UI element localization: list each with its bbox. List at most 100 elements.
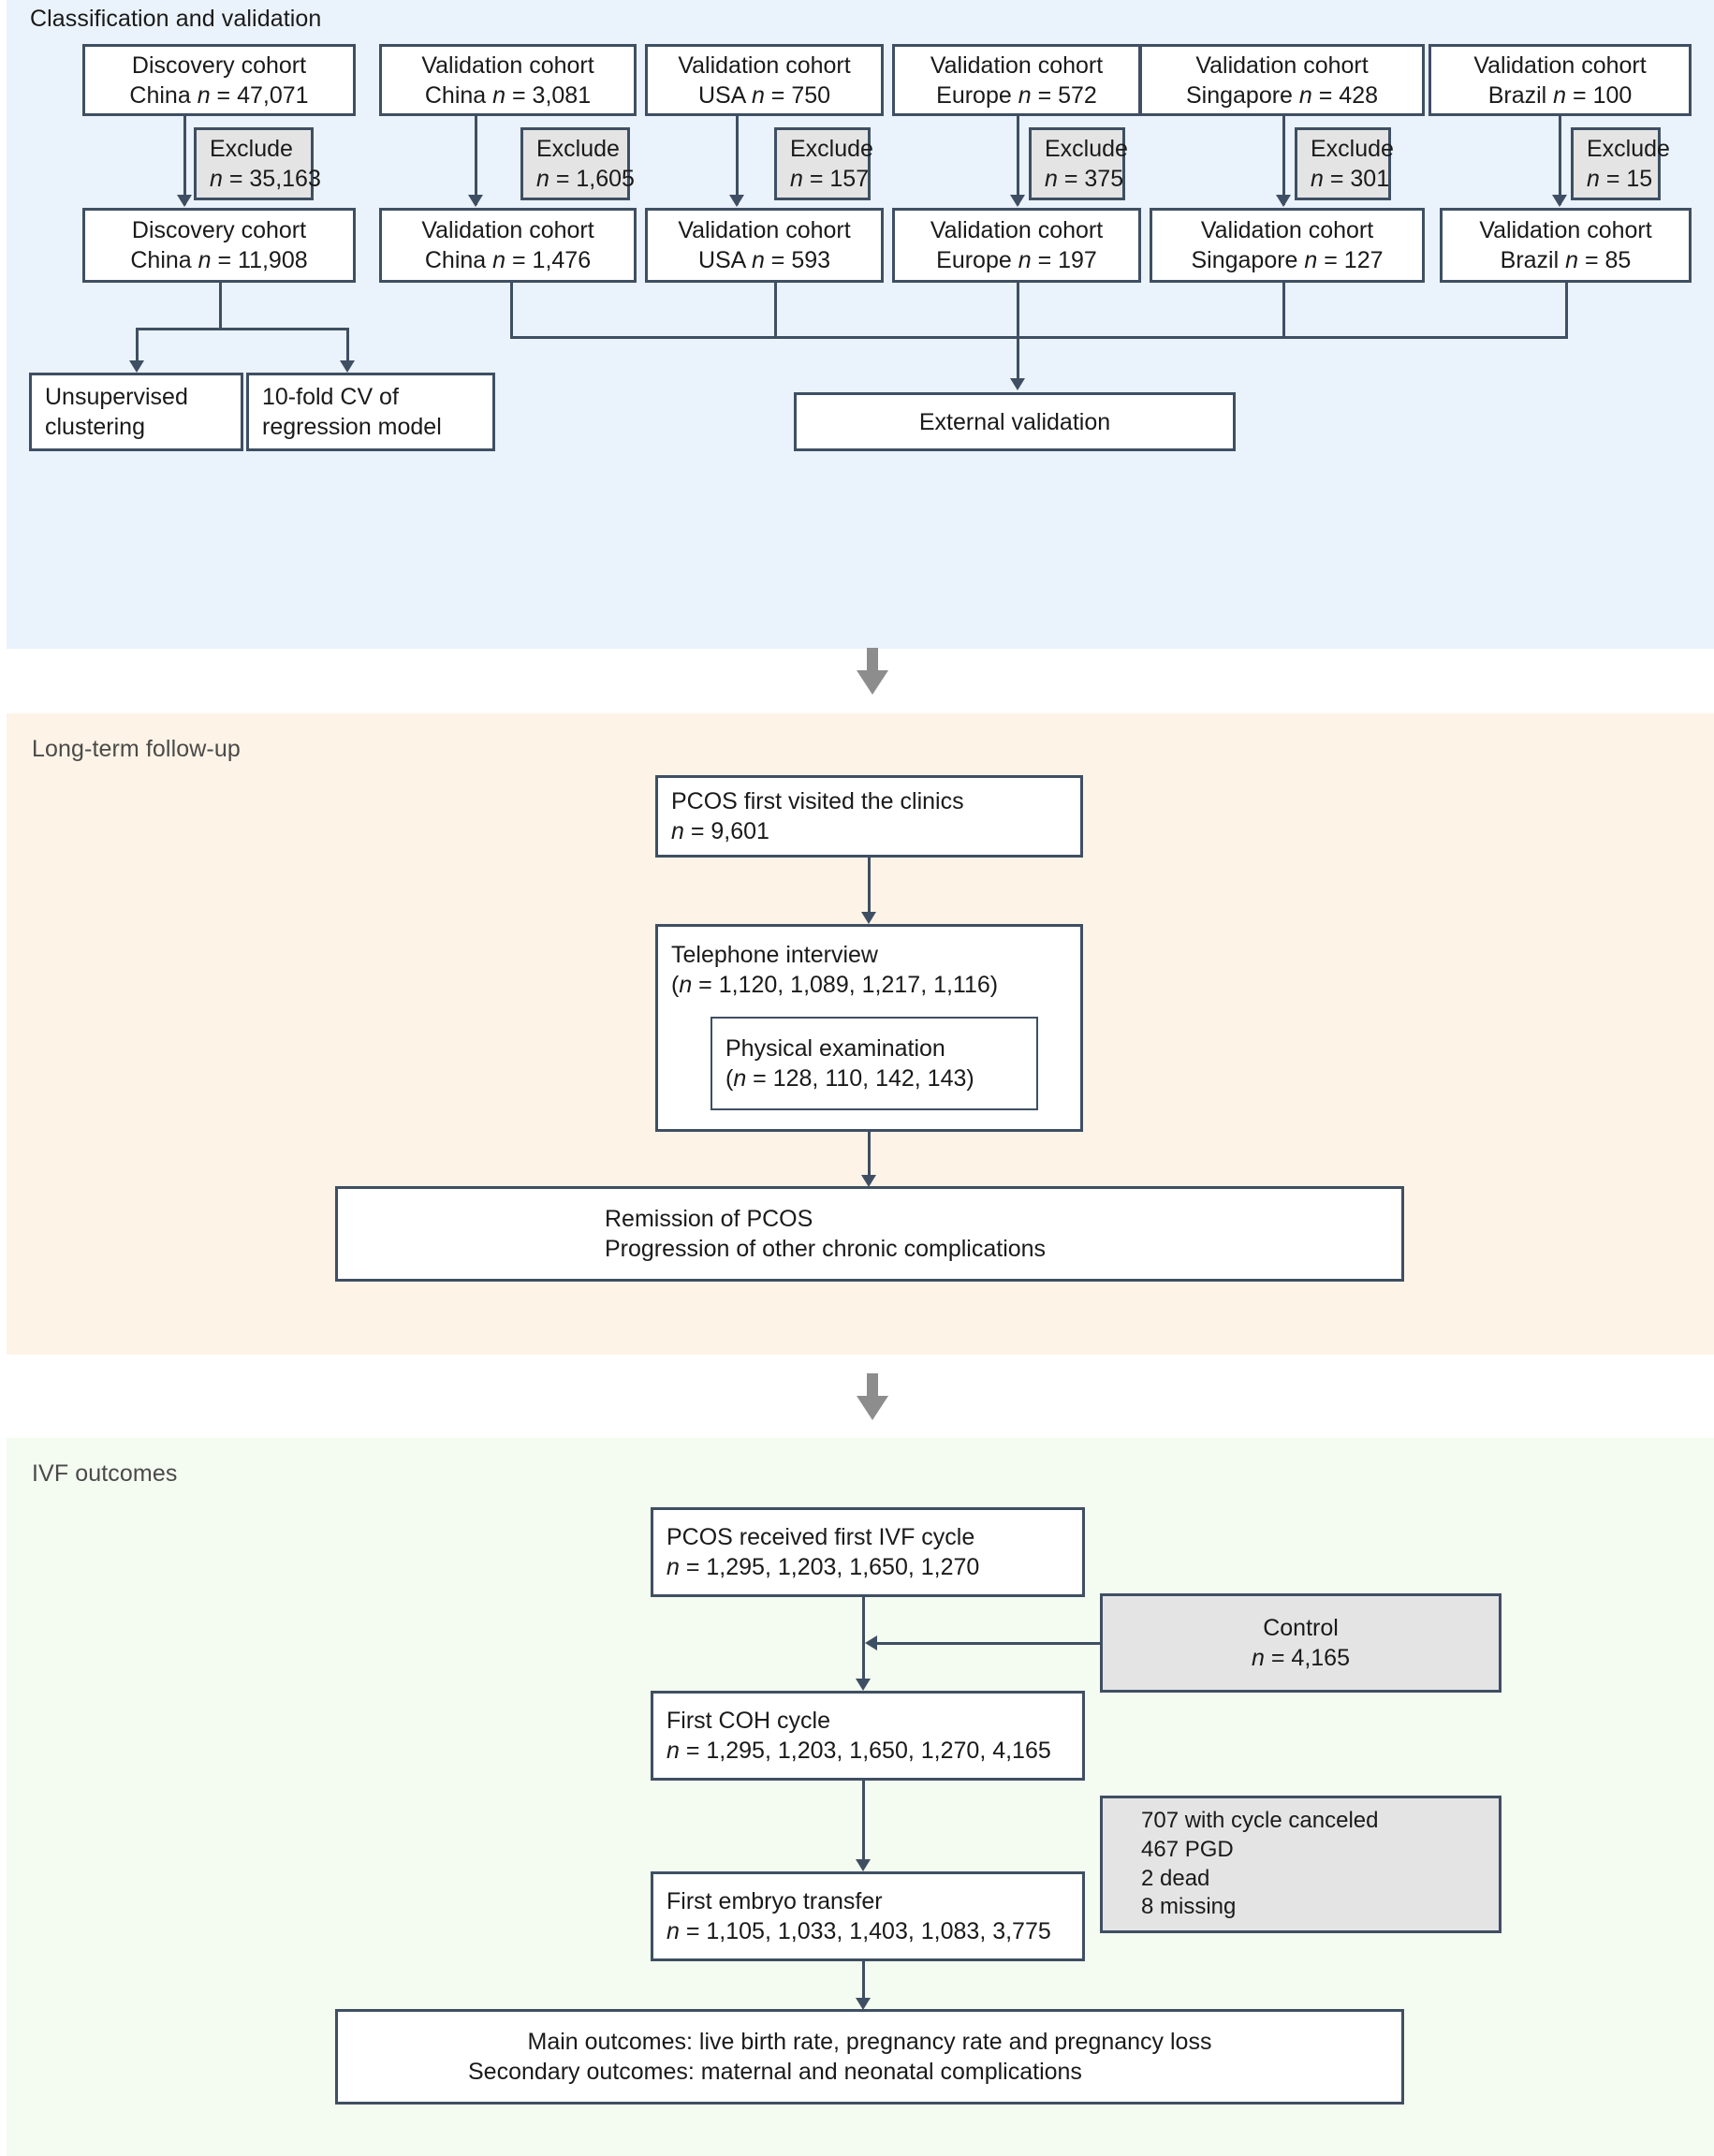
box-validation-cohort-brazil-top: Validation cohort Brazil n = 100: [1428, 44, 1692, 116]
exclude-value: n = 35,163: [210, 166, 321, 192]
box-validation-cohort-china-top: Validation cohort China n = 3,081: [379, 44, 637, 116]
box-line-2: China n = 47,071: [129, 81, 309, 109]
box-line-2: Brazil n = 100: [1487, 81, 1633, 109]
connector-first-visit-to-telephone: [868, 858, 871, 920]
arrow-transfer: [856, 1859, 871, 1871]
box-line-2: n = 1,295, 1,203, 1,650, 1,270, 4,165: [667, 1738, 1051, 1764]
box-line-1: Validation cohort: [930, 217, 1104, 243]
box-validation-cohort-usa-top: Validation cohort USA n = 750: [645, 44, 884, 116]
box-discovery-cohort-china-bottom: Discovery cohort China n = 11,908: [82, 208, 356, 283]
arrow-control: [865, 1635, 877, 1650]
section-transition-arrow-2: [857, 1373, 888, 1422]
connector-transfer-to-outcomes: [862, 1961, 865, 2006]
box-line-1: 10-fold CV of: [262, 384, 399, 410]
box-line-1: Discovery cohort: [131, 217, 307, 243]
box-control-group: Control n = 4,165: [1100, 1593, 1502, 1693]
connector-unsupervised: [136, 328, 139, 368]
box-line-1: Validation cohort: [678, 51, 851, 79]
section-title-classification: Classification and validation: [30, 6, 322, 32]
box-pcos-first-ivf-cycle: PCOS received first IVF cycle n = 1,295,…: [651, 1507, 1085, 1597]
box-line-1: Validation cohort: [421, 217, 594, 243]
box-exclude-4: Exclude n = 375: [1029, 127, 1128, 200]
dropout-line-2: 467 PGD: [1141, 1836, 1234, 1862]
box-exclude-1: Exclude n = 35,163: [194, 127, 321, 200]
box-unsupervised-clustering: Unsupervised clustering: [29, 373, 243, 451]
section-title-ivf: IVF outcomes: [32, 1460, 178, 1487]
box-line-1: Validation cohort: [1479, 217, 1652, 243]
box-first-coh-cycle: First COH cycle n = 1,295, 1,203, 1,650,…: [651, 1691, 1085, 1781]
arrow-shaft: [867, 648, 878, 672]
box-line-1: External validation: [918, 408, 1111, 435]
box-validation-cohort-singapore-bottom: Validation cohort Singapore n = 127: [1150, 208, 1425, 283]
arrow-external-validation: [1010, 378, 1025, 390]
box-line-1: PCOS received first IVF cycle: [667, 1524, 975, 1550]
exclude-value: n = 1,605: [536, 166, 635, 192]
arrow-ivf-outcomes: [856, 1998, 871, 2010]
arrow-head: [857, 1396, 888, 1420]
arrow-shaft: [867, 1373, 878, 1398]
connector-external-validation-stem: [1017, 336, 1019, 388]
connector-col-1: [183, 116, 186, 205]
box-pcos-first-visit: PCOS first visited the clinics n = 9,601: [655, 775, 1083, 858]
connector-tenfold: [346, 328, 349, 368]
box-discovery-cohort-china-top: Discovery cohort China n = 47,071: [82, 44, 356, 116]
box-line-1: Validation cohort: [1473, 51, 1647, 79]
dropout-line-3: 2 dead: [1141, 1865, 1210, 1891]
box-tenfold-cv-regression: 10-fold CV of regression model: [246, 373, 495, 451]
box-line-2: n = 1,295, 1,203, 1,650, 1,270: [667, 1554, 980, 1580]
dropout-line-1: 707 with cycle canceled: [1141, 1808, 1379, 1834]
box-line-1: Remission of PCOS: [605, 1206, 813, 1232]
connector-ivf-to-coh: [862, 1597, 865, 1687]
exclude-value: n = 301: [1311, 166, 1390, 192]
box-line-1: Telephone interview: [671, 942, 878, 968]
box-line-2: Brazil n = 85: [1500, 247, 1632, 273]
connector-telephone-to-outcomes: [868, 1132, 871, 1183]
box-line-2: (n = 1,120, 1,089, 1,217, 1,116): [671, 972, 999, 998]
box-external-validation: External validation: [794, 392, 1236, 451]
connector-val-drop-6: [1565, 283, 1568, 339]
box-telephone-interview: Telephone interview (n = 1,120, 1,089, 1…: [655, 924, 1083, 1132]
exclude-label: Exclude: [1311, 136, 1394, 162]
box-physical-examination: Physical examination (n = 128, 110, 142,…: [711, 1017, 1038, 1110]
section-classification-and-validation: Classification and validation Discovery …: [7, 0, 1714, 649]
box-validation-cohort-europe-bottom: Validation cohort Europe n = 197: [892, 208, 1141, 283]
box-line-2: China n = 3,081: [424, 81, 592, 109]
connector-val-drop-4: [1017, 283, 1019, 339]
box-line-1: Validation cohort: [1200, 217, 1374, 243]
box-line-1: PCOS first visited the clinics: [671, 788, 964, 814]
box-line-2: Singapore n = 428: [1185, 81, 1379, 109]
box-validation-cohort-brazil-bottom: Validation cohort Brazil n = 85: [1440, 208, 1692, 283]
box-line-2: Europe n = 197: [936, 247, 1097, 273]
arrow-tenfold: [340, 360, 355, 373]
connector-discovery-bus: [136, 328, 349, 330]
box-validation-cohort-china-bottom: Validation cohort China n = 1,476: [379, 208, 637, 283]
connector-coh-to-transfer: [862, 1781, 865, 1867]
dropout-line-4: 8 missing: [1141, 1894, 1237, 1920]
box-line-2: (n = 128, 110, 142, 143): [725, 1065, 974, 1092]
box-line-2: Secondary outcomes: maternal and neonata…: [468, 2059, 1082, 2085]
exclude-label: Exclude: [536, 136, 620, 162]
box-exclude-6: Exclude n = 15: [1571, 127, 1670, 200]
connector-val-drop-5: [1282, 283, 1285, 339]
box-validation-cohort-usa-bottom: Validation cohort USA n = 593: [645, 208, 884, 283]
arrow-col-3: [729, 195, 744, 207]
section-title-followup: Long-term follow-up: [32, 736, 241, 762]
arrow-col-2: [468, 195, 483, 207]
box-ivf-dropouts: 707 with cycle canceled 467 PGD 2 dead 8…: [1100, 1796, 1502, 1933]
box-line-1: Validation cohort: [678, 217, 851, 243]
arrow-col-6: [1552, 195, 1567, 207]
connector-control-to-main: [877, 1642, 1100, 1645]
arrow-col-4: [1010, 195, 1025, 207]
arrow-telephone: [861, 912, 876, 924]
box-line-1: Discovery cohort: [131, 51, 307, 79]
connector-external-validation-bus: [510, 336, 1568, 339]
exclude-value: n = 15: [1587, 166, 1653, 192]
box-line-1: Validation cohort: [930, 51, 1104, 79]
connector-col-5: [1282, 116, 1285, 205]
exclude-label: Exclude: [1045, 136, 1128, 162]
box-ivf-outcomes: Main outcomes: live birth rate, pregnanc…: [335, 2009, 1404, 2105]
box-line-1: Validation cohort: [421, 51, 594, 79]
section-transition-arrow-1: [857, 648, 888, 697]
arrow-unsupervised: [129, 360, 144, 373]
exclude-value: n = 375: [1045, 166, 1124, 192]
